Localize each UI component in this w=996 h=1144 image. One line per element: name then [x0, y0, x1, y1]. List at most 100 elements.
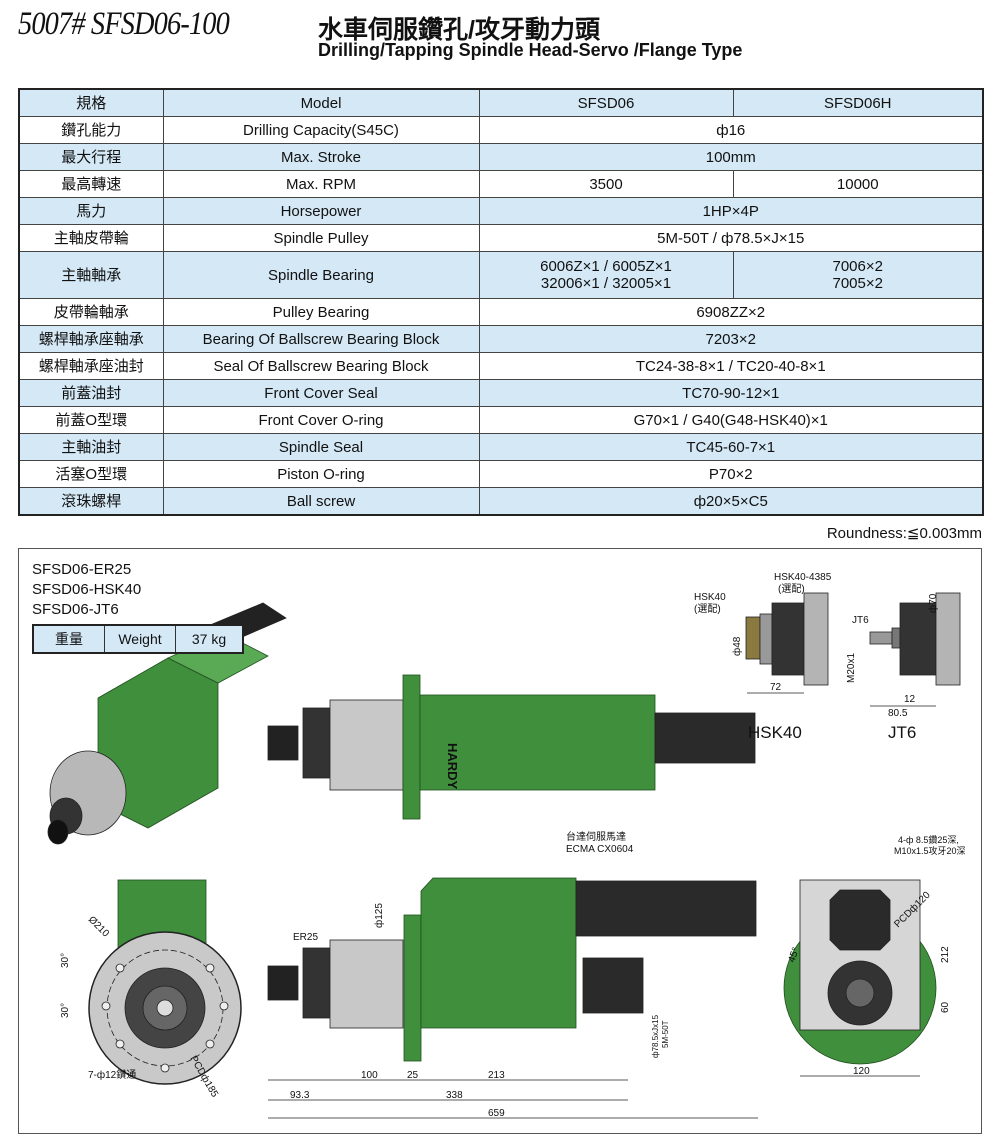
- cell-zh: 馬力: [18, 197, 164, 225]
- front-angle-2: 30°: [60, 1003, 71, 1018]
- rear-height-212: 212: [940, 946, 951, 963]
- hsk-label-sub: (選配): [694, 602, 721, 615]
- cell-en: Spindle Pulley: [162, 224, 480, 252]
- dim-338: 338: [446, 1090, 463, 1101]
- weight-value: 37 kg: [175, 624, 244, 654]
- cell-value: P70×2: [478, 460, 984, 488]
- variant-item: SFSD06-ER25: [32, 561, 132, 578]
- body-dia: ф125: [373, 903, 385, 928]
- cell-zh: 皮帶輪軸承: [18, 298, 164, 326]
- side-view-bottom: [267, 877, 758, 1119]
- cell-en: Spindle Seal: [162, 433, 480, 461]
- title-chinese: 水車伺服鑽孔/攻牙動力頭: [318, 16, 600, 44]
- header-cell: SFSD06H: [732, 88, 984, 117]
- front-view: [88, 879, 242, 1085]
- dim-213: 213: [488, 1070, 505, 1081]
- cell-zh: 鑽孔能力: [18, 116, 164, 144]
- cell-value: TC45-60-7×1: [478, 433, 984, 461]
- dim-25: 25: [407, 1070, 419, 1081]
- jt-title: JT6: [888, 723, 916, 742]
- jt-dim-80: 80.5: [888, 708, 908, 719]
- cell-en: Bearing Of Ballscrew Bearing Block: [162, 325, 480, 353]
- cell-zh: 主軸軸承: [18, 251, 164, 299]
- front-holes: 7-ф12鑽通: [88, 1068, 136, 1081]
- cell-value: 100mm: [478, 143, 984, 171]
- front-dia: Ø210: [86, 914, 111, 939]
- cell-zh: 活塞O型環: [18, 460, 164, 488]
- cell-en: Piston O-ring: [162, 460, 480, 488]
- cell-value: TC24-38-8×1 / TC20-40-8×1: [478, 352, 984, 380]
- hsk-label: HSK40: [694, 592, 726, 603]
- pulley-teeth: 5M-50T: [661, 1020, 670, 1048]
- cell-value: 6908ZZ×2: [478, 298, 984, 326]
- cell-value: 10000: [732, 170, 984, 198]
- front-angle-1: 30°: [60, 953, 71, 968]
- rear-angle: 45°: [786, 946, 802, 964]
- cell-en: Front Cover Seal: [162, 379, 480, 407]
- cell-zh: 主軸皮帶輪: [18, 224, 164, 252]
- cell-line: 7006×2: [832, 258, 883, 275]
- weight-label-en: Weight: [104, 624, 176, 654]
- motor-label-zh: 台達伺服馬達: [566, 830, 626, 843]
- cell-en: Drilling Capacity(S45C): [162, 116, 480, 144]
- cell-en: Seal Of Ballscrew Bearing Block: [162, 352, 480, 380]
- collet-label: ER25: [293, 932, 318, 943]
- technical-drawing: HARDY: [47, 572, 966, 1119]
- jt-dia: ф70: [927, 593, 939, 613]
- cell-zh: 最高轉速: [18, 170, 164, 198]
- hsk-dia: ф48: [731, 636, 743, 656]
- weight-label-zh: 重量: [32, 624, 105, 654]
- dim-93: 93.3: [290, 1090, 310, 1101]
- jt-dim-12: 12: [904, 694, 916, 705]
- brand-logo-text: HARDY: [445, 743, 460, 790]
- holes-note-2: M10x1.5攻牙20深: [894, 845, 966, 856]
- variant-item: SFSD06-JT6: [32, 601, 119, 618]
- roundness-note: Roundness:≦0.003mm: [826, 525, 982, 542]
- rear-view: [783, 879, 937, 1077]
- jt-label: JT6: [852, 615, 869, 626]
- drawing-frame: [18, 548, 982, 1134]
- header-cell: SFSD06: [478, 88, 734, 117]
- hsk-title: HSK40: [748, 723, 802, 742]
- cell-value: ф16: [478, 116, 984, 144]
- cell-zh: 螺桿軸承座油封: [18, 352, 164, 380]
- cell-en: Spindle Bearing: [162, 251, 480, 299]
- holes-note-1: 4-ф 8.5鑽25深,: [898, 834, 959, 845]
- dim-100: 100: [361, 1070, 378, 1081]
- cell-value: G70×1 / G40(G48-HSK40)×1: [478, 406, 984, 434]
- rear-height-60: 60: [940, 1001, 951, 1013]
- side-view-top: HARDY: [267, 674, 756, 820]
- cell-value: 1HP×4P: [478, 197, 984, 225]
- rear-width-120: 120: [853, 1066, 870, 1077]
- cell-zh: 滾珠螺桿: [18, 487, 164, 516]
- cell-line: 7005×2: [832, 275, 883, 292]
- cell-en: Pulley Bearing: [162, 298, 480, 326]
- pulley-dia: ф78.5xJx15: [651, 1014, 660, 1058]
- dim-659: 659: [488, 1108, 505, 1119]
- cell-line: 6006Z×1 / 6005Z×1: [540, 258, 672, 275]
- cell-value: 3500: [478, 170, 734, 198]
- hsk-length: 72: [770, 682, 782, 693]
- cell-line: 32006×1 / 32005×1: [540, 275, 672, 292]
- cell-en: Front Cover O-ring: [162, 406, 480, 434]
- cell-value: TC70-90-12×1: [478, 379, 984, 407]
- model-code: 5007# SFSD06-100: [18, 6, 230, 42]
- title-english: Drilling/Tapping Spindle Head-Servo /Fla…: [318, 40, 743, 60]
- motor-label-model: ECMA CX0604: [566, 844, 634, 855]
